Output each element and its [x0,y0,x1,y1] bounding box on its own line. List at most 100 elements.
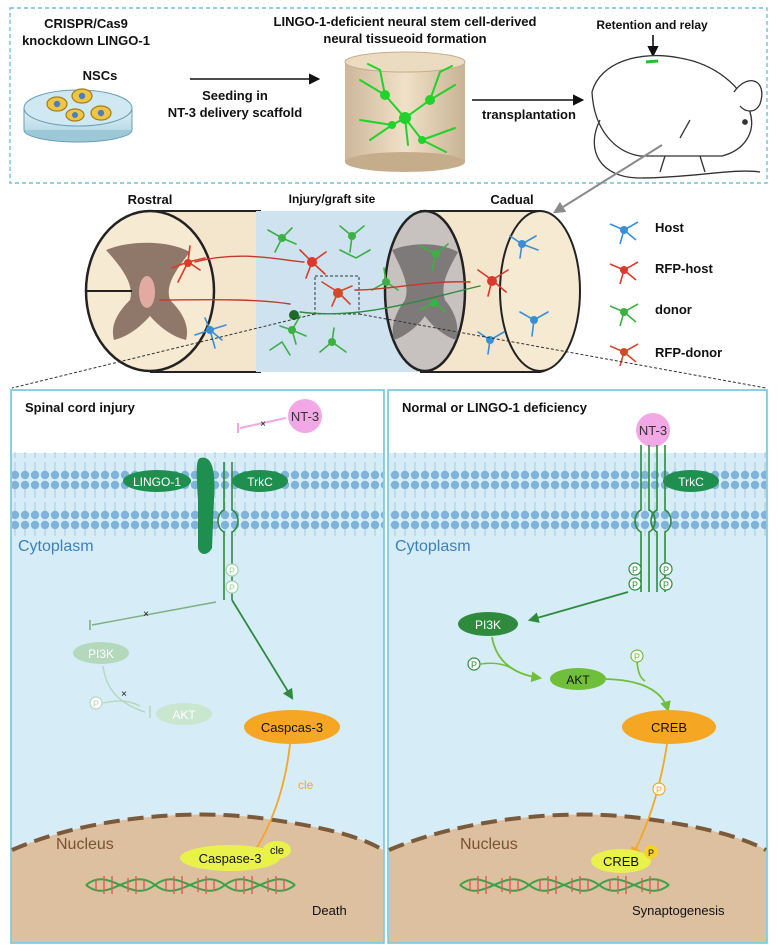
svg-text:P: P [93,699,99,709]
cle-tag: cle [270,845,284,857]
zoom-line-left [11,313,316,389]
caspase3-cleaved-label: Caspase-3 [199,851,262,866]
akt-right: AKT [550,668,606,690]
transplantation-label: transplantation [482,107,576,122]
trkc-right: TrkC [663,470,719,492]
rostral-label: Rostral [128,192,173,207]
svg-text:×: × [143,609,149,620]
svg-text:P: P [634,652,640,662]
rfp-donor-swatch [620,348,628,356]
cle-label: cle [298,778,314,792]
creb-translocation-arrow [630,743,668,858]
creb-nuclear: CREB P [591,845,658,873]
tissueoid-label-line2: neural tissueoid formation [323,31,486,46]
nt3-left-label: NT-3 [291,409,319,424]
nscs-label: NSCs [83,68,118,83]
pi3k-right: PI3K [458,612,518,636]
nt3-blocked-line [239,417,287,429]
retention-label: Retention and relay [596,18,708,32]
svg-text:×: × [121,689,127,700]
svg-text:P: P [656,785,662,795]
svg-text:P: P [663,565,669,575]
legend-item-rfp-donor: RFP-donor [609,343,722,367]
trkc-right-label: TrkC [678,475,704,489]
creb-cyto-label: CREB [651,720,687,735]
nucleus-right-label: Nucleus [460,836,518,853]
caspase3-pro-label: Caspcas-3 [261,720,323,735]
pi3k-left: PI3K [73,642,129,664]
legend-label: RFP-donor [655,345,722,360]
dna-helix-right [459,876,670,894]
block-mark: × [260,419,266,430]
phospho-right: P P P P [628,562,673,591]
donor-swatch [620,308,628,316]
nuclear-envelope [388,812,767,852]
crispr-title-line1: CRISPR/Cas9 [44,16,128,31]
creb-nuclear-label: CREB [603,854,639,869]
tissueoid-label-line1: LINGO-1-deficient neural stem cell-deriv… [274,14,537,29]
phospho-creb [652,782,666,796]
zoom-line-right [358,313,767,389]
spinal-cord-diagram [84,209,581,373]
phospho-left: P P [225,563,239,594]
lingo1-left: LINGO-1 [123,470,191,492]
caspase3-cleaved: Caspase-3 cle [180,841,291,871]
legend-item-host: Host [609,220,685,245]
nuclear-envelope [11,812,385,852]
pi3k-right-label: PI3K [475,618,501,632]
creb-activation-arrow [605,678,671,713]
nt3-right: NT-3 [636,413,670,447]
crispr-title-line2: knockdown LINGO-1 [22,33,150,48]
cell-membrane [389,452,766,536]
lingo1-receptor [196,457,215,554]
svg-text:P: P [632,565,638,575]
nt3-right-label: NT-3 [639,423,667,438]
svg-text:P: P [663,580,669,590]
blocked-pi3k-line [91,601,217,626]
pi3k-activation-arrow [527,591,629,623]
legend-label: Host [655,220,685,235]
death-label: Death [312,903,347,918]
svg-text:P: P [471,660,477,670]
zoom-arrow [552,144,663,214]
akt-left: AKT [156,703,212,725]
phospho-pi3k-right [467,657,481,671]
cytoplasm-left-label: Cytoplasm [18,538,94,555]
synaptogenesis-label: Synaptogenesis [632,903,725,918]
legend-item-rfp-host: RFP-host [609,261,713,285]
svg-text:P: P [632,580,638,590]
rfp-host-swatch [620,266,628,274]
stem-cell-icon [46,88,112,122]
seeding-label-line1: Seeding in [202,88,268,103]
lingo1-left-label: LINGO-1 [133,475,181,489]
akt-activation-arrow [491,636,543,683]
akt-right-label: AKT [566,673,590,687]
dna-helix-left [85,876,296,894]
right-pathway-panel [387,389,768,944]
left-panel-title: Spinal cord injury [25,400,136,415]
akt-left-label: AKT [172,708,196,722]
injury-site-label: Injury/graft site [289,192,376,206]
nucleus-left-label: Nucleus [56,836,114,853]
scaffold-cylinder-icon [344,51,466,172]
caudal-label: Cadual [490,192,533,207]
neuron-icons [159,225,549,356]
petri-dish-icon [23,88,133,143]
legend-item-donor: donor [609,302,692,327]
cytoplasm-right-label: Cytoplasm [395,538,471,555]
right-panel-title: Normal or LINGO-1 deficiency [402,400,588,415]
creb-cyto: CREB [622,710,716,744]
trkc-receptor-left [217,462,239,600]
nt3-left: NT-3 [288,399,322,433]
legend-label: RFP-host [655,261,713,276]
trkc-left: TrkC [232,470,288,492]
svg-text:P: P [229,566,235,576]
trkc-left-label: TrkC [247,475,273,489]
caspase3-pro: Caspcas-3 [244,710,340,744]
legend: Host RFP-host donor RFP-donor [609,220,722,367]
seeding-label-line2: NT-3 delivery scaffold [168,105,302,120]
nucleus-region [389,814,766,942]
svg-text:P: P [229,583,235,593]
phospho-pi3k-left [89,696,103,710]
